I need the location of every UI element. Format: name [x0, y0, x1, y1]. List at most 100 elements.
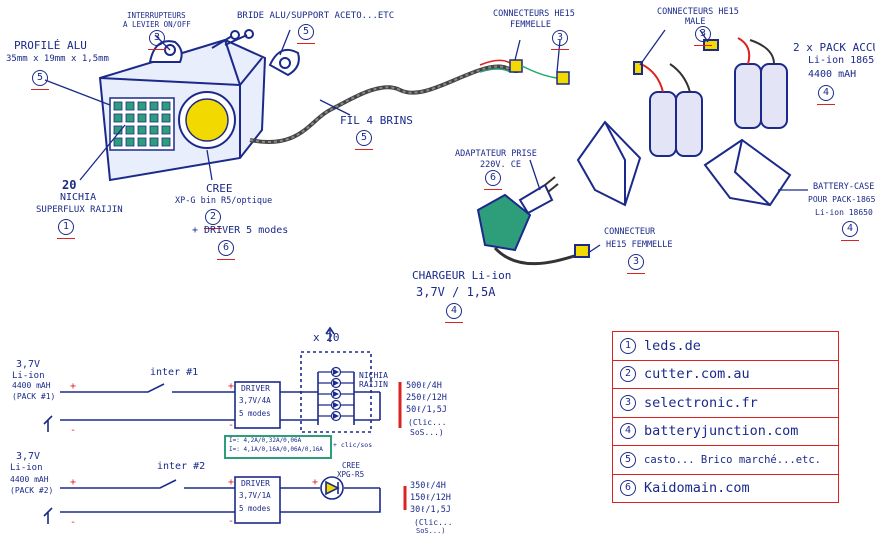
source-num: 1: [620, 338, 636, 354]
nichia-led: [126, 126, 134, 134]
c2-led-label2: XPG-R5: [337, 471, 364, 479]
nichia-sub: SUPERFLUX RAIJIN: [36, 206, 123, 215]
polarity-marks: +- +- +- +- +: [70, 381, 318, 528]
case-sub1: POUR PACK-18650: [808, 196, 875, 204]
svg-text:+: +: [70, 381, 76, 392]
c1-battery-pack: (PACK #1): [12, 393, 55, 401]
nichia-led: [126, 114, 134, 122]
profile-title: PROFILÉ ALU: [14, 40, 87, 52]
adapter-num: 6: [485, 170, 501, 186]
nichia-led: [162, 102, 170, 110]
bracket-num: 5: [298, 24, 314, 40]
c1-note-suffix: + clic/sos: [333, 442, 372, 449]
profile-dims: 35mm x 19mm x 1,5mm: [6, 55, 109, 64]
nichia-led: [138, 114, 146, 122]
source-text: selectronic.fr: [644, 395, 758, 411]
charger-spec: 3,7V / 1,5A: [416, 286, 495, 299]
c1-led-label2: RAIJIN: [359, 381, 388, 389]
c1-mult: x 20: [313, 332, 340, 344]
c2-led-label1: CREE: [342, 462, 360, 470]
source-text: batteryjunction.com: [644, 423, 798, 439]
source-num: 4: [620, 423, 636, 439]
cree-num: 2: [205, 209, 221, 225]
nichia-led: [114, 138, 122, 146]
c1-battery-cap: 4400 mAH: [12, 382, 51, 390]
nichia-led: [150, 114, 158, 122]
nichia-led: [162, 126, 170, 134]
switches-title: INTERRUPTEURS: [127, 12, 186, 20]
c2-driver-spec: 3,7V/1A: [239, 492, 271, 500]
he15-female-connectors: [480, 60, 569, 84]
nichia-led: [162, 114, 170, 122]
c1-battery-v: 3,7V: [16, 360, 40, 371]
packs-cap: 4400 mAH: [808, 70, 856, 81]
nichia-led: [126, 138, 134, 146]
c2-out1: 350ℓ/4H: [410, 482, 446, 491]
c1-out1: 500ℓ/4H: [406, 382, 442, 391]
adapter-title: ADAPTATEUR PRISE: [455, 150, 537, 159]
svg-text:-: -: [70, 425, 76, 436]
c1-out3: 50ℓ/1,5J: [406, 406, 447, 415]
source-text: Kaidomain.com: [644, 480, 750, 496]
nichia-num: 1: [58, 219, 74, 235]
source-num: 6: [620, 480, 636, 496]
driver-title: + DRIVER 5 modes: [192, 226, 288, 237]
nichia-led: [138, 126, 146, 134]
c1-driver-title: DRIVER: [241, 385, 270, 393]
battery-pack-1: [634, 62, 702, 156]
c1-note2: I=: 4,1A/0,16A/0,06A/0,16A: [229, 447, 323, 453]
source-num: 5: [620, 452, 636, 468]
c2-driver-title: DRIVER: [241, 480, 270, 488]
circuit-1-leds: [318, 368, 354, 421]
source-text: leds.de: [644, 338, 701, 354]
battery-case-2: [705, 140, 790, 205]
svg-text:+: +: [228, 477, 234, 488]
bracket-title: BRIDE ALU/SUPPORT ACETO...ETC: [237, 12, 394, 21]
connectors-female-title: CONNECTEURS HE15: [493, 10, 575, 19]
packs-type: Li-ion 18650: [808, 56, 875, 67]
svg-text:+: +: [312, 477, 318, 488]
nichia-led: [162, 138, 170, 146]
battery-pack-2: [704, 38, 787, 128]
adapter-sub: 220V. CE: [480, 161, 521, 170]
source-row: 4 batteryjunction.com: [613, 418, 838, 447]
source-row: 6 Kaidomain.com: [613, 475, 838, 503]
charger-num: 4: [446, 303, 462, 319]
charger-title: CHARGEUR Li-ion: [412, 270, 511, 282]
c2-driver-modes: 5 modes: [239, 505, 271, 513]
source-text: casto... Brico marché...etc.: [644, 454, 821, 466]
c2-battery-pack: (PACK #2): [10, 487, 53, 495]
cree-sub: XP-G bin R5/optique: [175, 197, 272, 206]
nichia-title: NICHIA: [60, 193, 96, 204]
c1-out5: SoS...): [410, 429, 444, 437]
connectors-male-title: CONNECTEURS HE15: [657, 8, 739, 17]
source-num: 3: [620, 395, 636, 411]
source-text: cutter.com.au: [644, 366, 750, 382]
source-num: 2: [620, 366, 636, 382]
packs-num: 4: [818, 85, 834, 101]
nichia-count: 20: [62, 179, 76, 192]
four-wire-cable: [250, 66, 520, 142]
connector-female2-sub: HE15 FEMMELLE: [606, 241, 673, 250]
c1-out4: (Clic...: [408, 419, 447, 427]
c2-out2: 150ℓ/12H: [410, 494, 451, 503]
cree-lens: [179, 92, 235, 148]
packs-title: 2 x PACK ACCUS: [793, 42, 875, 54]
connectors-male-num: 3: [695, 26, 711, 42]
c1-out2: 250ℓ/12H: [406, 394, 447, 403]
wire-title: FIL 4 BRINS: [340, 115, 413, 127]
c2-out5: SoS...): [416, 528, 446, 535]
c2-switch: inter #2: [157, 462, 205, 473]
nichia-led: [114, 102, 122, 110]
connector-female2-title: CONNECTEUR: [604, 228, 655, 237]
c1-switch: inter #1: [150, 368, 198, 379]
c2-out3: 30ℓ/1,5J: [410, 506, 451, 515]
svg-text:-: -: [70, 517, 76, 528]
charger: [478, 177, 589, 264]
case-sub2: Li-ion 18650: [815, 209, 873, 217]
c1-note1: I=: 4,2A/0,32A/0,06A: [229, 438, 301, 444]
source-row: 3 selectronic.fr: [613, 389, 838, 418]
nichia-led: [138, 102, 146, 110]
source-row: 2 cutter.com.au: [613, 361, 838, 390]
